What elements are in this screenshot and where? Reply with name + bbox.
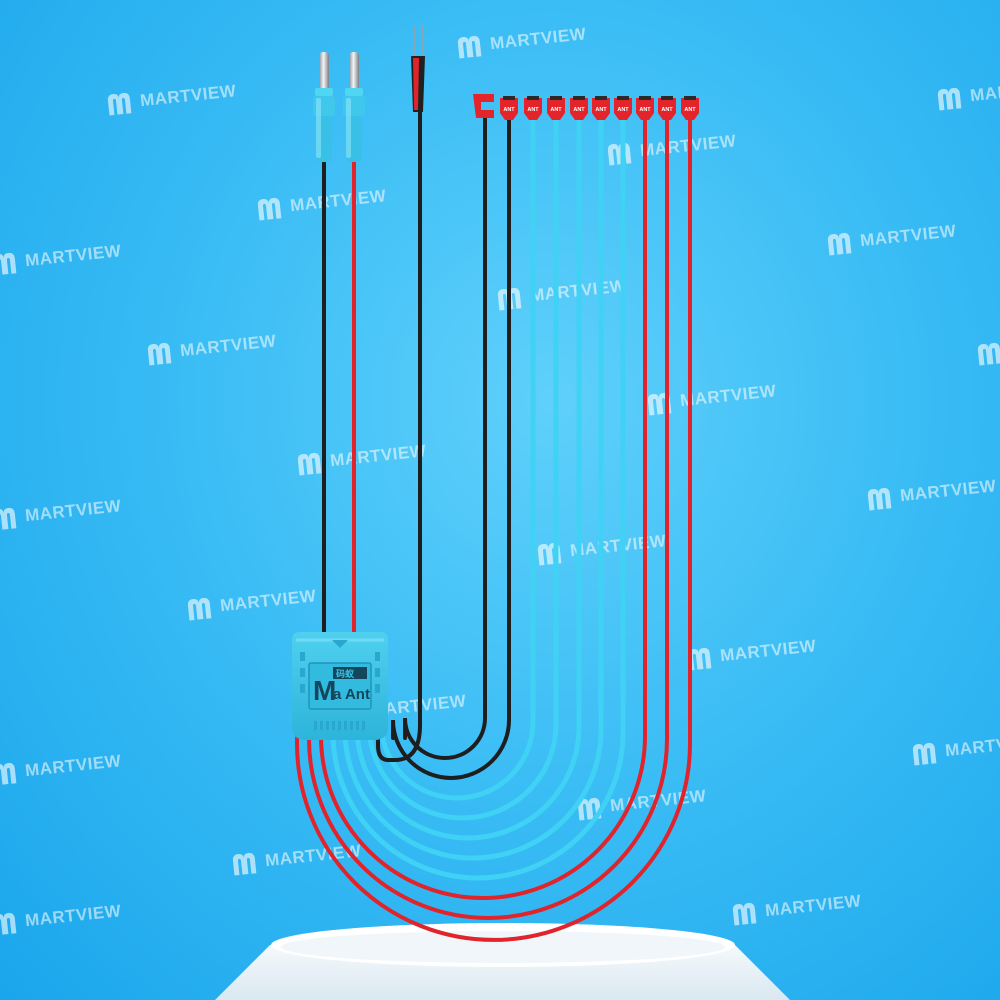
wire-red (307, 116, 669, 920)
clip-body (614, 98, 632, 120)
box-logo-main: M (313, 675, 336, 706)
ant-clip: ANT (658, 96, 676, 120)
clip-label: ANT (661, 107, 673, 113)
clip-body (500, 98, 518, 120)
clip-jaw (527, 96, 539, 100)
clip-jaw (661, 96, 673, 100)
wire-black (391, 116, 511, 780)
probe-needle (411, 25, 425, 112)
clip-label: ANT (684, 107, 696, 113)
red-banana-plug (343, 52, 365, 162)
wire-cyan (354, 115, 582, 841)
clip-body (524, 98, 542, 120)
ant-clip: ANT (614, 96, 632, 120)
test-wire-bundle (295, 110, 692, 942)
clip-body (658, 98, 676, 120)
ant-clip-row: ANT ANT ANT ANT ANT ANT ANT ANT ANT (473, 94, 699, 120)
clip-body (636, 98, 654, 120)
clip-jaw (595, 96, 607, 100)
clip-jaw (573, 96, 585, 100)
clip-label: ANT (617, 107, 629, 113)
clip-label: ANT (503, 107, 515, 113)
ant-clip: ANT (681, 96, 699, 120)
wire-red (295, 116, 692, 942)
clip-jaw (503, 96, 515, 100)
clip-jaw (684, 96, 696, 100)
display-platform (215, 923, 790, 1000)
clip-body (473, 94, 494, 118)
clip-label: ANT (527, 107, 539, 113)
clip-body (547, 98, 565, 120)
wire-red (319, 116, 647, 900)
wire-black (403, 116, 487, 760)
ant-clip: ANT (500, 96, 518, 120)
ant-clip: ANT (570, 96, 588, 120)
clip-body (570, 98, 588, 120)
wire-black (376, 110, 422, 762)
clip-label: ANT (550, 107, 562, 113)
clip-body (681, 98, 699, 120)
banana-plug-wires (322, 160, 356, 640)
ant-clip: ANT (547, 96, 565, 120)
clip-jaw (617, 96, 629, 100)
wire-cyan (378, 115, 536, 801)
black-banana-plug (313, 52, 335, 162)
ant-clip: ANT (636, 96, 654, 120)
clip-jaw (639, 96, 651, 100)
clip-jaw (550, 96, 562, 100)
ant-clip: ANT (592, 96, 610, 120)
clip-body (592, 98, 610, 120)
clip-label: ANT (573, 107, 585, 113)
wire-cyan (330, 115, 626, 881)
clip-label: ANT (639, 107, 651, 113)
box-logo-brand: a Ant (333, 686, 370, 703)
wire-cyan (342, 115, 604, 861)
ant-clip: ANT (524, 96, 542, 120)
box-logo-small: 码蚁 (336, 668, 355, 680)
hook-clip (473, 94, 494, 118)
junction-box: M 码蚁 a Ant (292, 632, 388, 740)
wire-cyan (366, 115, 559, 821)
clip-label: ANT (595, 107, 607, 113)
